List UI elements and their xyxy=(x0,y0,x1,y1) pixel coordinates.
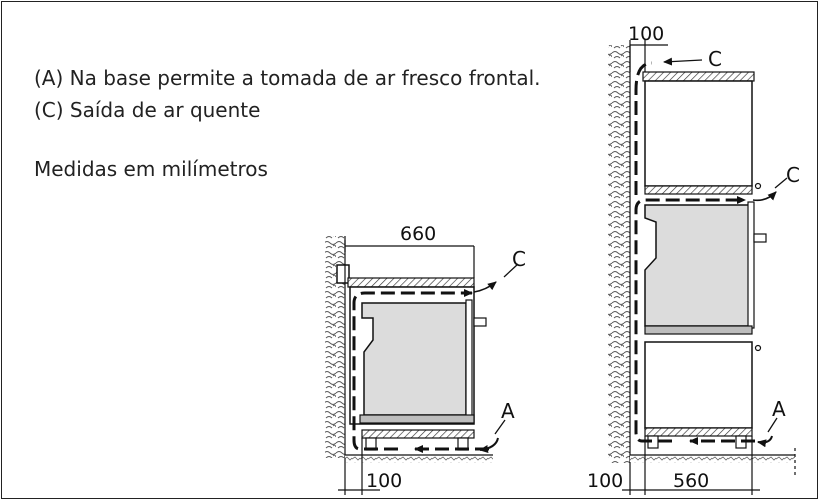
dim-right-100: 100 xyxy=(587,470,623,492)
dim-left-100: 100 xyxy=(366,470,402,492)
right-installation: 100 100 560 C C A xyxy=(587,23,800,495)
left-appliance xyxy=(361,302,467,416)
legend-units: Medidas em milímetros xyxy=(34,157,268,181)
left-label-a: A xyxy=(501,399,515,423)
countertop xyxy=(347,277,475,288)
right-label-c-mid: C xyxy=(786,163,800,187)
left-airflow xyxy=(352,289,473,451)
wall-bracket xyxy=(336,264,350,284)
dim-560: 560 xyxy=(673,470,709,492)
right-label-c-top: C xyxy=(708,47,722,71)
dim-top-100: 100 xyxy=(628,23,664,45)
dim-660: 660 xyxy=(400,223,436,245)
right-floor xyxy=(630,455,795,463)
right-label-a: A xyxy=(772,397,786,421)
top-panel xyxy=(642,71,755,82)
right-base xyxy=(644,427,753,437)
left-installation: 660 100 C A xyxy=(325,223,526,495)
legend-line-a: (A) Na base permite a tomada de ar fresc… xyxy=(34,66,541,90)
legend-line-c: (C) Saída de ar quente xyxy=(34,98,261,122)
right-airflow-lower xyxy=(634,196,746,443)
right-wall xyxy=(608,45,630,463)
upper-cabinet xyxy=(644,80,753,187)
left-floor xyxy=(345,455,493,463)
right-appliance xyxy=(644,204,751,327)
left-wall xyxy=(325,236,345,458)
right-handle xyxy=(753,233,767,243)
lower-cabinet xyxy=(644,341,753,429)
left-handle xyxy=(473,317,487,327)
left-base xyxy=(361,429,475,439)
left-label-c: C xyxy=(512,247,526,271)
